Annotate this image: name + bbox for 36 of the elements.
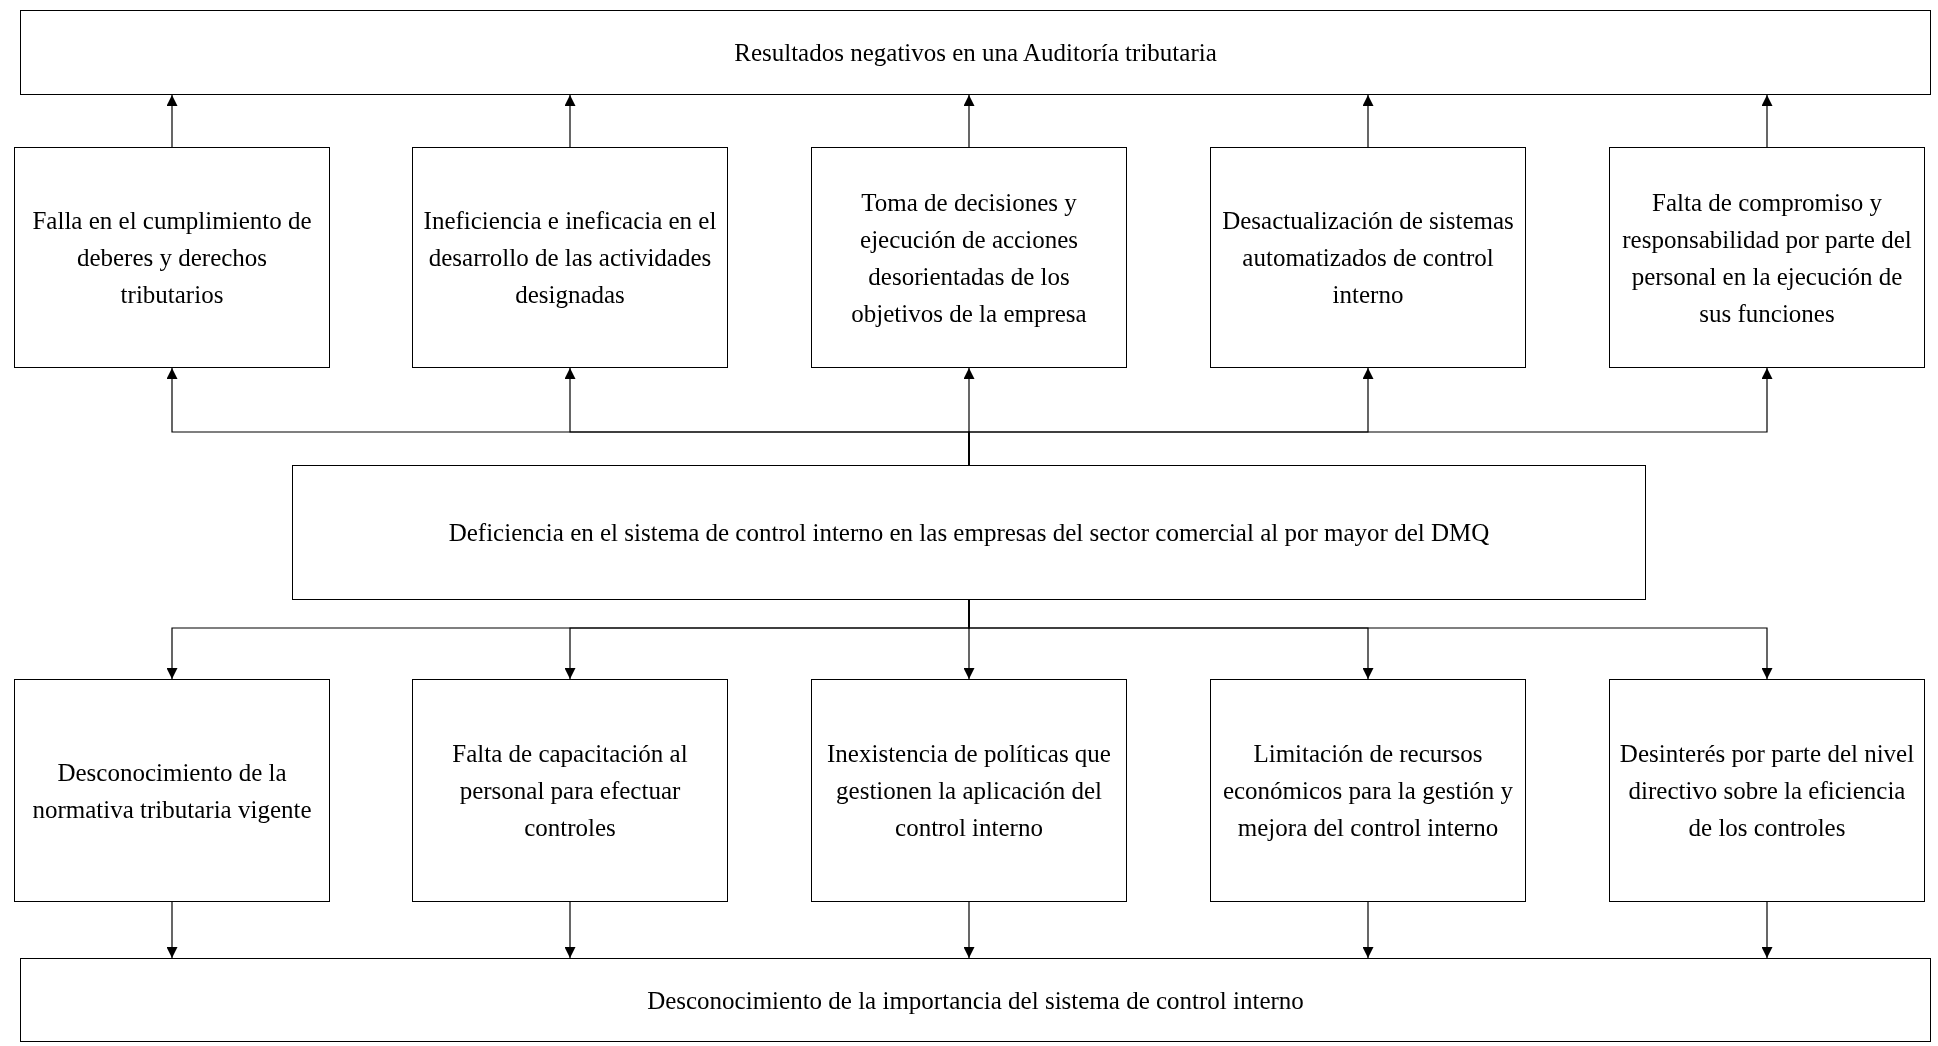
box-text: Falla en el cumplimiento de deberes y derechos tributarios <box>31 206 313 310</box>
box-text: Falta de compromiso y responsabilidad por parte del personal en la ejecución de sus funciones <box>1621 187 1913 329</box>
arrow <box>1362 901 1374 959</box>
arrow <box>963 901 975 959</box>
box-text: Resultados negativos en una Auditoría tributaria <box>734 38 1217 68</box>
arrow <box>963 94 975 148</box>
box-text: Inexistencia de políticas que gestionen la aplicación del control interno <box>826 739 1112 843</box>
box-text: Falta de capacitación al personal para efectuar controles <box>451 739 689 843</box>
box-text: Deficiencia en el sistema de control interno en las empresas del sector comercial al por mayor del DMQ <box>448 518 1490 548</box>
arrow <box>564 94 576 148</box>
text-box <box>292 465 1646 600</box>
text-box <box>1210 147 1526 368</box>
box-text: Limitación de recursos económicos para la gestión y mejora del control interno <box>1221 739 1515 843</box>
box-text: Desactualización de sistemas automatizados de control interno <box>1221 206 1515 310</box>
arrow <box>1362 94 1374 148</box>
text-box <box>811 147 1127 368</box>
text-box <box>14 147 330 368</box>
box-text: Toma de decisiones y ejecución de acciones desorientadas de los objetivos de la empresa <box>850 187 1088 329</box>
arrow <box>564 901 576 959</box>
arrow <box>166 901 178 959</box>
text-box <box>14 679 330 902</box>
text-box <box>1609 147 1925 368</box>
text-box <box>1609 679 1925 902</box>
box-text: Desconocimiento de la normativa tributaria vigente <box>31 757 313 825</box>
box-text: Ineficiencia e ineficacia en el desarrollo de las actividades designadas <box>422 206 718 310</box>
arrow <box>1761 94 1773 148</box>
text-box <box>811 679 1127 902</box>
box-text: Desconocimiento de la importancia del sistema de control interno <box>647 985 1304 1016</box>
box-text: Desinterés por parte del nivel directivo sobre la eficiencia de los controles <box>1618 739 1916 843</box>
text-box <box>412 147 728 368</box>
arrow <box>166 94 178 148</box>
text-box <box>20 10 1931 95</box>
text-box <box>20 958 1931 1042</box>
text-box <box>412 679 728 902</box>
text-box <box>1210 679 1526 902</box>
arrow <box>1761 901 1773 959</box>
